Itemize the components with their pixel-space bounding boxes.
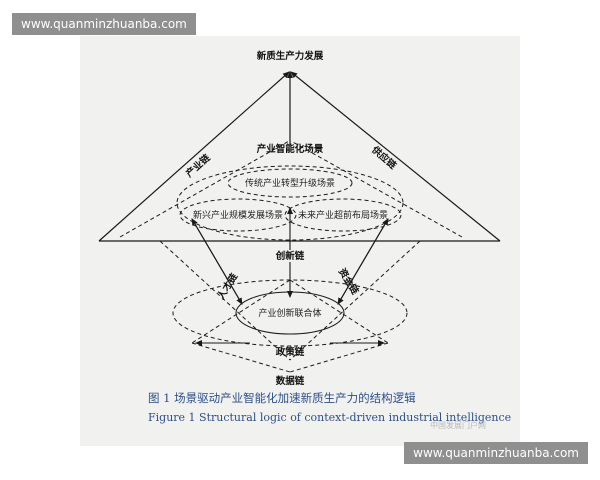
consortium-ellipse: [235, 291, 345, 335]
watermark-bottom: www.quanminzhuanba.com: [404, 442, 588, 464]
scene-emerging-ellipse: [179, 198, 297, 232]
caption-english: Figure 1 Structural logic of context-dri…: [148, 411, 512, 424]
policy-rhombus: [191, 279, 389, 373]
caption-chinese: 图 1 场景驱动产业智能化加速新质生产力的结构逻辑: [148, 391, 416, 405]
lower-cone: [159, 240, 421, 361]
consortium-label: 产业创新联合体: [258, 307, 321, 319]
scene-outer-ellipse: [176, 165, 404, 241]
talent-chain-label: 人才链: [215, 271, 241, 302]
scene-emerging-label: 新兴产业规模发展场景: [193, 209, 283, 221]
left-chain-label: 产业链: [183, 151, 213, 179]
outer-triangle: [98, 71, 501, 242]
scene-transform-label: 传统产业转型升级场景: [245, 177, 335, 189]
chain-diagonals: [191, 218, 389, 305]
faint-overlay-text: 中国发展门户网: [430, 421, 486, 430]
data-chain-label: 数据链: [275, 375, 305, 387]
inner-dashed-triangle: [119, 140, 463, 238]
scene-future-ellipse: [284, 198, 402, 232]
scene-future-label: 未来产业超前布局场景: [298, 209, 388, 221]
watermark-top: www.quanminzhuanba.com: [12, 13, 196, 35]
apex-label: 新质生产力发展: [257, 50, 324, 62]
scene-transform-ellipse: [227, 168, 353, 198]
scene-title-label: 产业智能化场景: [257, 143, 324, 155]
innovation-chain-label: 创新链: [275, 250, 305, 262]
policy-chain-label: 政策链: [276, 346, 305, 358]
